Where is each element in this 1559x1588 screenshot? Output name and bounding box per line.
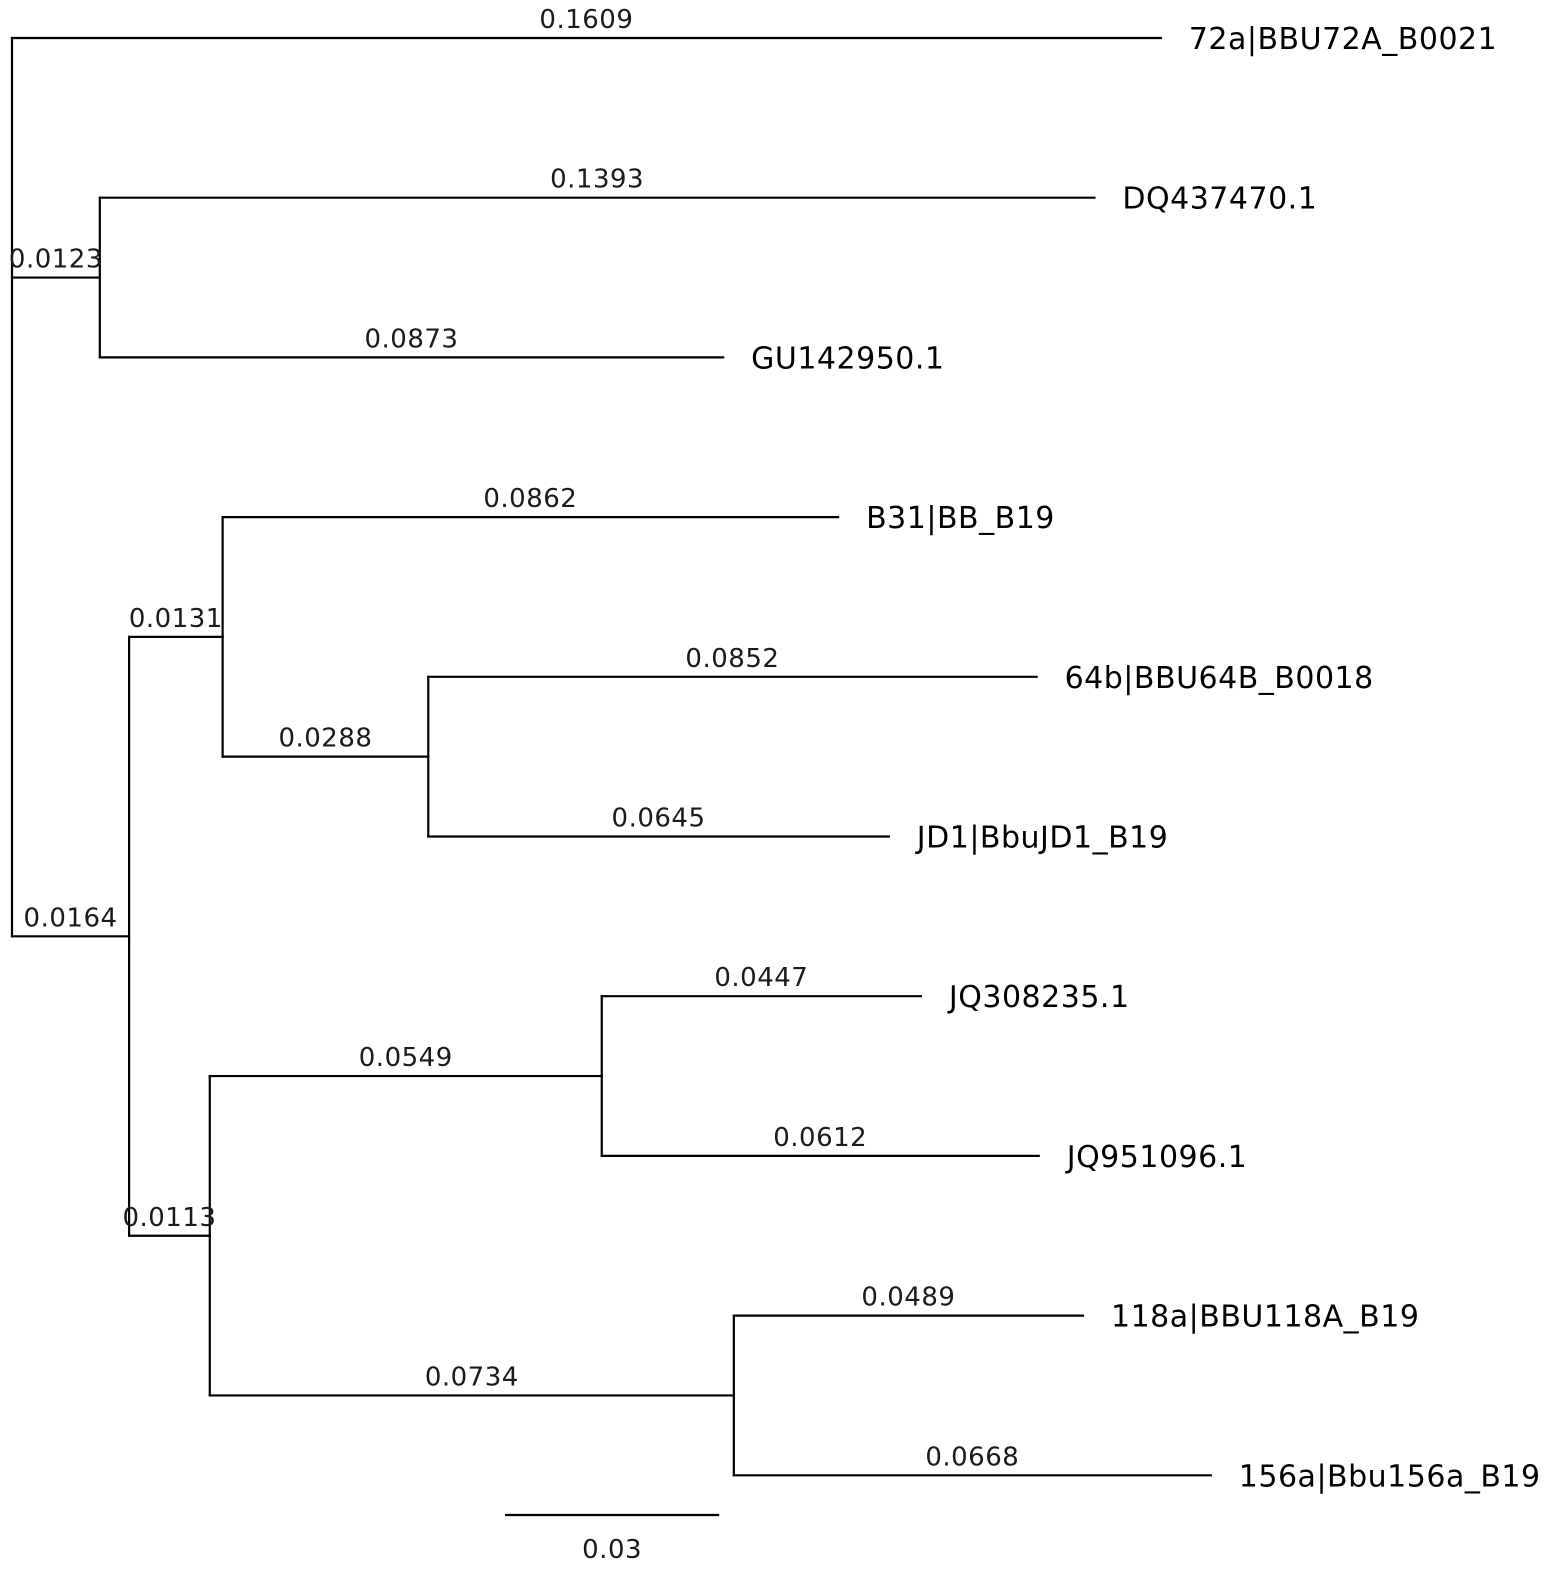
tip-label-72a-bbu72a-b0021: 72a|BBU72A_B0021	[1189, 22, 1497, 57]
tip-label-118a-bbu118a-b19: 118a|BBU118A_B19	[1111, 1300, 1419, 1335]
branch-length-label: 0.0734	[425, 1362, 519, 1392]
branch-length-label: 0.0612	[773, 1123, 867, 1153]
branch-length-label: 0.0288	[278, 724, 372, 754]
branch-length-label: 0.0668	[925, 1442, 1019, 1472]
tip-label-b31-bb-b19: B31|BB_B19	[866, 501, 1055, 536]
branch-length-label: 0.0549	[359, 1043, 453, 1073]
tip-label-gu142950-1: GU142950.1	[751, 341, 944, 376]
branch-length-label: 0.0164	[24, 903, 118, 933]
branch-length-label: 0.0645	[612, 804, 706, 834]
tip-label-dq437470-1: DQ437470.1	[1122, 182, 1317, 217]
tree-branches	[10, 36, 1212, 1477]
branch-length-label: 0.0862	[483, 484, 577, 514]
branch-length-label: 0.0447	[714, 963, 808, 993]
tip-label-jd1-bbujd1-b19: JD1|BbuJD1_B19	[915, 821, 1169, 856]
tip-label-jq951096-1: JQ951096.1	[1065, 1140, 1248, 1175]
tip-label-jq308235-1: JQ308235.1	[947, 980, 1130, 1015]
branch-length-label: 0.0123	[9, 245, 103, 275]
branch-length-label: 0.0113	[122, 1203, 216, 1233]
scale-bar-label: 0.03	[582, 1535, 642, 1565]
branch-length-label: 0.1609	[539, 5, 633, 35]
tip-label-64b-bbu64b-b0018: 64b|BBU64B_B0018	[1065, 661, 1374, 696]
branch-length-label: 0.0873	[364, 324, 458, 354]
tree-labels: 0.1609 72a|BBU72A_B0021 0.0123 0.1393DQ4374…	[9, 5, 1541, 1494]
scale-bar: 0.03	[505, 1513, 720, 1565]
tip-label-156a-bbu156a-b19: 156a|Bbu156a_B19	[1239, 1459, 1541, 1494]
branch-length-label: 0.0852	[685, 644, 779, 674]
branch-length-label: 0.1393	[550, 165, 644, 195]
branch-length-label: 0.0489	[861, 1283, 955, 1313]
branch-length-label: 0.0131	[129, 604, 223, 634]
